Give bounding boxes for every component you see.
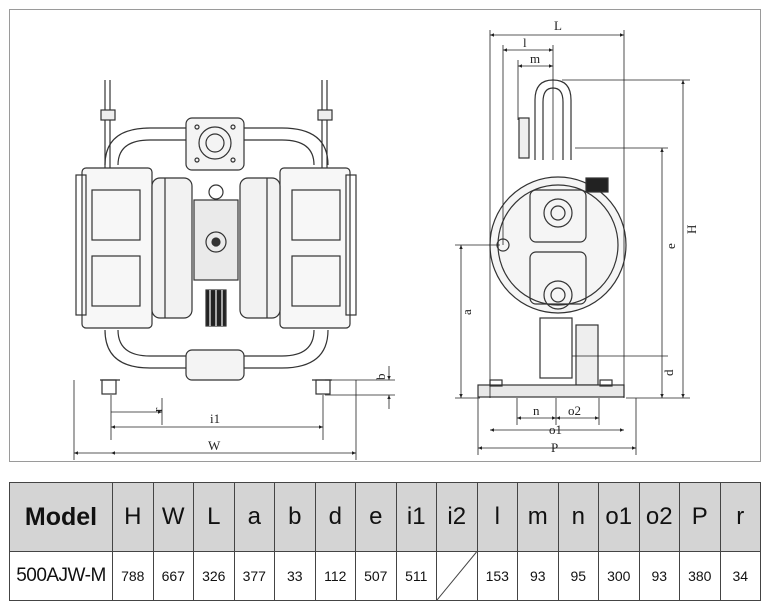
cell-model: 500AJW-M <box>9 551 113 601</box>
dim-label-o2: o2 <box>568 403 581 418</box>
cell-n: 95 <box>557 551 599 601</box>
header-i1: i1 <box>395 482 437 552</box>
dim-label-e: e <box>663 243 678 249</box>
cell-r: 34 <box>719 551 761 601</box>
header-w: W <box>152 482 194 552</box>
cell-i2-empty <box>436 551 478 601</box>
header-n: n <box>557 482 599 552</box>
dim-label-L: L <box>554 18 562 33</box>
header-e: e <box>355 482 397 552</box>
cell-e: 507 <box>355 551 397 601</box>
header-a: a <box>233 482 275 552</box>
header-r: r <box>719 482 761 552</box>
cell-o1: 300 <box>598 551 640 601</box>
header-m: m <box>517 482 559 552</box>
header-l: l <box>476 482 518 552</box>
cell-o2: 93 <box>638 551 680 601</box>
header-L: L <box>193 482 235 552</box>
technical-drawing-frame <box>9 9 761 462</box>
side-dimensions <box>455 30 690 455</box>
cell-w: 667 <box>152 551 194 601</box>
table-header-row: Model H W L a b d e i1 i2 l m n o1 o2 P … <box>9 482 761 552</box>
dim-label-P: P <box>551 440 558 455</box>
cell-m: 93 <box>517 551 559 601</box>
front-view <box>75 80 357 395</box>
header-o1: o1 <box>598 482 640 552</box>
spec-table: Model H W L a b d e i1 i2 l m n o1 o2 P … <box>9 482 761 601</box>
header-h: H <box>112 482 154 552</box>
front-dimensions <box>73 366 395 460</box>
header-P: P <box>679 482 721 552</box>
dim-label-H: H <box>684 225 699 234</box>
dim-label-n: n <box>533 403 540 418</box>
dim-label-b: b <box>373 374 388 381</box>
header-i2: i2 <box>436 482 478 552</box>
cell-i1: 511 <box>395 551 437 601</box>
dim-label-a: a <box>459 309 474 315</box>
cell-L: 326 <box>193 551 235 601</box>
header-b: b <box>274 482 316 552</box>
header-d: d <box>314 482 356 552</box>
cell-b: 33 <box>274 551 316 601</box>
cell-P: 380 <box>679 551 721 601</box>
cell-a: 377 <box>233 551 275 601</box>
cell-d: 112 <box>314 551 356 601</box>
dim-label-m: m <box>530 51 540 66</box>
dim-label-w: W <box>208 438 221 453</box>
dim-label-i1: i1 <box>210 411 220 426</box>
dim-label-d: d <box>661 369 676 376</box>
cell-h: 788 <box>112 551 154 601</box>
dim-label-o1: o1 <box>549 422 562 437</box>
side-view <box>477 79 627 398</box>
table-row: 500AJW-M 788 667 326 377 33 112 507 511 … <box>9 551 761 601</box>
header-model: Model <box>9 482 113 552</box>
dim-label-r: r <box>150 407 165 412</box>
header-o2: o2 <box>638 482 680 552</box>
dim-label-l: l <box>523 35 527 50</box>
cell-l: 153 <box>476 551 518 601</box>
diagonal-slash-icon <box>437 552 477 600</box>
technical-drawing: r i1 W b <box>73 18 699 460</box>
